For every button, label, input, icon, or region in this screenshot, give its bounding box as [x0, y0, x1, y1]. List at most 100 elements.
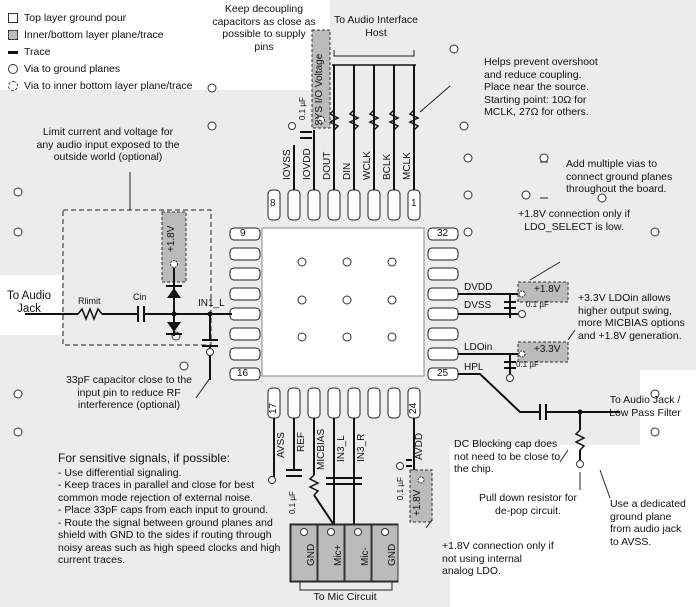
pin-num-25: 25 [437, 368, 449, 379]
label-rlimit: Rlimit [78, 296, 101, 306]
label-cap-top: 0.1 µF [298, 97, 307, 120]
label-cin: Cin [133, 292, 147, 302]
pin-ref: REF [296, 432, 307, 452]
top-traces [293, 64, 420, 190]
pin-dvdd: DVDD [464, 282, 493, 293]
label-cap-dvdd: 0.1 µF [526, 300, 549, 309]
label-sys-io: SYS I/O Voltage [314, 53, 325, 126]
pin-num-1: 1 [411, 198, 417, 209]
pin-dout: DOUT [322, 151, 333, 180]
pin-din: DIN [342, 162, 353, 180]
tvs-diodes [166, 285, 182, 335]
v18-plane-left [161, 211, 187, 283]
pin-num-32: 32 [437, 228, 449, 239]
v18-plane-bottom [409, 469, 433, 523]
sys-io-via [317, 116, 325, 124]
legend-via-ground: Via to ground planes [8, 62, 120, 76]
note-to-mic: To Mic Circuit [313, 591, 377, 603]
pin-num-8: 8 [270, 198, 276, 209]
pin-mclk: MCLK [402, 152, 413, 180]
legend-area [0, 0, 330, 90]
label-v18-dvdd: +1.8V [534, 284, 561, 295]
sensitive-item-4: - Route the signal between ground planes… [58, 516, 281, 567]
note-overshoot: Helps prevent overshoot and reduce coupl… [484, 56, 598, 118]
pin-bclk: BCLK [382, 153, 393, 180]
legend-inner-bottom-label: Inner/bottom layer plane/trace [24, 29, 164, 41]
note-rf-cap: 33pF capacitor close to the input pin to… [65, 374, 193, 411]
note-pull-down: Pull down resistor for de-pop circuit. [478, 492, 578, 517]
bottom-traces [273, 418, 415, 526]
sensitive-item-2: - Keep traces in parallel and close for … [58, 479, 255, 504]
chip-vias [297, 257, 397, 342]
sensitive-title: For sensitive signals, if possible: [58, 451, 231, 465]
label-cap-avdd: 0.1 µF [396, 477, 405, 500]
note-audio-host: To Audio Interface Host [333, 14, 419, 39]
leader-lines [129, 85, 611, 529]
legend-via-ground-label: Via to ground planes [24, 63, 121, 75]
legend-via-inner-label: Via to inner bottom layer plane/trace [24, 80, 193, 92]
pin-num-24: 24 [408, 402, 419, 414]
note-dedicated-ground: Use a dedicated ground plane from audio … [610, 498, 686, 548]
label-v18-left: +1.8V [166, 225, 177, 252]
sensitive-item-1: - Use differential signaling. [58, 466, 182, 479]
label-v33-ldoin: +3.3V [534, 344, 561, 355]
legend-trace: Trace [8, 45, 50, 59]
ground-vias [13, 44, 660, 437]
left-pins [229, 227, 261, 381]
pin-wclk: WCLK [362, 151, 373, 180]
pin-num-9: 9 [240, 228, 246, 239]
legend-top-layer-label: Top layer ground pour [24, 12, 127, 24]
trace-swatch [8, 50, 18, 54]
label-in1l: IN1_L [198, 298, 225, 309]
mic-pad-minus: Mic- [360, 547, 371, 566]
pin-micbias: MICBIAS [316, 428, 327, 470]
legend-inner-bottom: Inner/bottom layer plane/trace [8, 28, 164, 42]
pin-iovdd: IOVDD [302, 148, 313, 180]
label-v18-avdd: +1.8V [412, 489, 423, 516]
note-ldoin: +3.3V LDOin allows higher output swing, … [578, 292, 685, 342]
note-to-audio-jack-lpf: To Audio Jack / Low Pass Filter [609, 394, 681, 419]
pin-ldoin: LDOin [464, 342, 493, 353]
sensitive-item-3: - Place 33pF caps from each input to gro… [58, 504, 269, 516]
mic-bracket [299, 582, 393, 591]
pin-num-17: 17 [268, 402, 279, 414]
mic-pad-gnd-1: GND [306, 543, 317, 566]
note-ldo-select: +1.8V connection only if LDO_SELECT is l… [518, 208, 630, 233]
legend-top-layer: Top layer ground pour [8, 11, 126, 25]
via-ground-swatch [8, 64, 18, 74]
sensitive-signals: For sensitive signals, if possible: - Us… [58, 452, 290, 567]
jack-area [0, 275, 62, 335]
pin-num-16: 16 [237, 368, 249, 379]
note-to-audio-jack: To Audio Jack [6, 290, 52, 315]
bottom-pins [267, 387, 421, 419]
note-multiple-vias: Add multiple vias to connect ground plan… [566, 158, 673, 195]
pin-avss: AVSS [276, 432, 287, 458]
dvdd-plane [517, 281, 569, 303]
top-pins [267, 189, 421, 221]
pin-hpl: HPL [464, 362, 484, 373]
legend-via-inner: Via to inner bottom layer plane/trace [8, 79, 193, 93]
v18-via-left [170, 260, 178, 268]
via-inner-swatch [8, 81, 18, 91]
note-decoupling: Keep decoupling capacitors as close as p… [212, 3, 316, 53]
pin-dvss: DVSS [464, 300, 492, 311]
note-limit-current: Limit current and voltage for any audio … [36, 126, 180, 163]
top-layer-swatch [8, 13, 18, 23]
pin-in3l: IN3_L [336, 435, 347, 462]
inner-layer-swatch [8, 30, 18, 40]
ldoin-plane [517, 341, 569, 363]
label-cap-avss: 0.1 µF [288, 491, 297, 514]
pin-in3r: IN3_R [356, 433, 367, 462]
note-dc-block: DC Blocking cap does not need to be clos… [454, 438, 561, 475]
host-bracket [333, 50, 415, 57]
mic-pad-plus: Mic+ [333, 544, 344, 566]
white-area-bottom-right [450, 445, 696, 607]
label-cap-ldoin: 0.1 µF [516, 360, 539, 369]
legend-trace-label: Trace [24, 46, 51, 58]
mic-connector [289, 523, 399, 583]
right-pins [427, 227, 459, 381]
note-internal-ldo: +1.8V connection only if not using inter… [442, 540, 554, 577]
mic-pad-gnd-2: GND [387, 543, 398, 566]
